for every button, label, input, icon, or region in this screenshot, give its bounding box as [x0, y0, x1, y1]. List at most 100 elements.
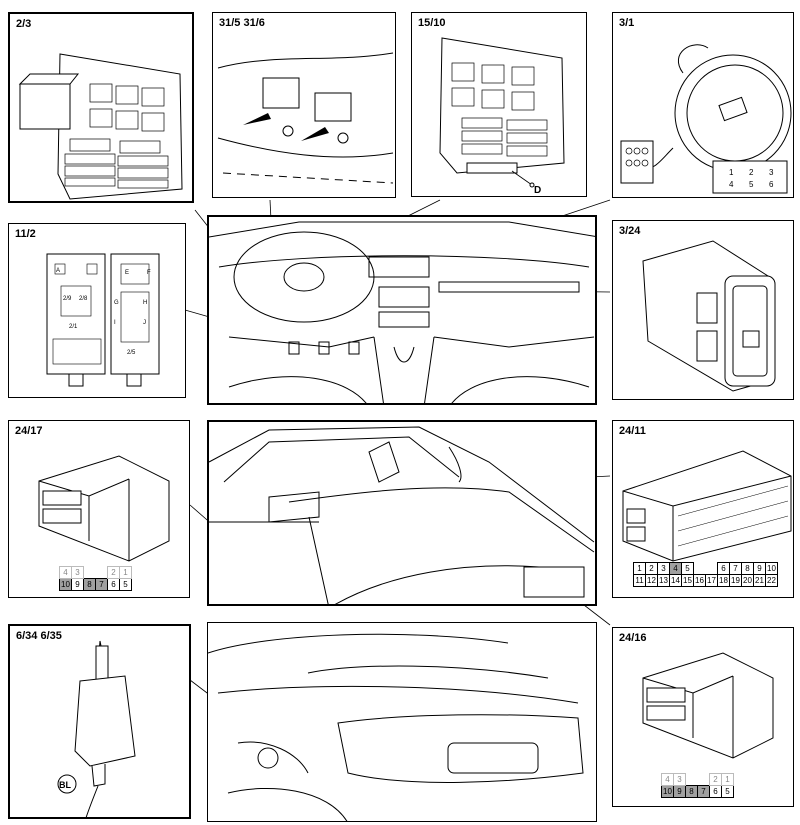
car-front-drawing — [209, 426, 595, 604]
label-h: H — [143, 300, 147, 306]
pin-cell: 6 — [709, 785, 722, 798]
pin-cell: 10 — [765, 562, 778, 575]
panel-label: 24/17 — [15, 425, 43, 437]
pin-cell: 9 — [71, 578, 84, 591]
panel-24-16: 24/16 4 3 2 1 10 9 8 7 6 5 — [612, 627, 794, 807]
relay-box-drawing — [18, 53, 183, 200]
pin-cell: 16 — [693, 574, 706, 587]
pin-cell: 10 — [59, 578, 72, 591]
pin-cell: 8 — [741, 562, 754, 575]
pin-cell: 3 — [71, 566, 84, 579]
pin-label: 5 — [749, 180, 754, 189]
panel-label: 31/5 31/6 — [219, 17, 265, 29]
pin-cell: 6 — [107, 578, 120, 591]
pin-cell — [706, 563, 718, 575]
pin-cell: 20 — [741, 574, 754, 587]
marker-d: D — [534, 185, 541, 196]
pin-cell: 15 — [681, 574, 694, 587]
pin-cell: 8 — [685, 785, 698, 798]
pin-label: 6 — [769, 180, 774, 189]
pin-cell: 2 — [645, 562, 658, 575]
pin-cell: 7 — [729, 562, 742, 575]
panel-label: 24/11 — [619, 425, 646, 437]
panel-24-17: 24/17 4 3 2 1 10 9 8 7 6 5 — [8, 420, 190, 598]
label-a: A — [56, 268, 60, 274]
label-i: I — [114, 320, 116, 326]
switch-connector-drawing — [217, 52, 394, 184]
pin-cell: 7 — [697, 785, 710, 798]
pin-cell: 21 — [753, 574, 766, 587]
panel-label: 3/1 — [619, 17, 635, 29]
pin-cell: 1 — [633, 562, 646, 575]
panel-label: 3/24 — [619, 225, 641, 237]
dashboard-view — [207, 215, 597, 405]
connector-24-16-drawing — [642, 652, 774, 759]
fuse-box-drawing: D — [439, 37, 565, 196]
panel-3-24: 3/24 — [612, 220, 794, 400]
panel-6-34-6-35: 6/34 6/35 BL — [8, 624, 191, 819]
window-switch-drawing — [642, 240, 776, 392]
pin-cell: 3 — [673, 773, 686, 786]
label-2-8: 2/8 — [79, 296, 88, 302]
panel-31-5-31-6: 31/5 31/6 — [212, 12, 396, 198]
pin-map-24-16: 4 3 2 1 10 9 8 7 6 5 — [661, 773, 734, 798]
pin-cell: 5 — [681, 562, 694, 575]
pin-cell: 3 — [657, 562, 670, 575]
pin-cell: 2 — [107, 566, 120, 579]
connector-24-17-drawing — [38, 455, 170, 562]
pin-cell: 10 — [661, 785, 674, 798]
pin-cell: 2 — [709, 773, 722, 786]
label-2-9: 2/9 — [63, 296, 72, 302]
label-2-5: 2/5 — [127, 350, 136, 356]
panel-label: 11/2 — [15, 228, 36, 240]
car-rear-view — [207, 622, 597, 822]
marker-bl: BL — [59, 780, 71, 790]
pin-cell: 19 — [729, 574, 742, 587]
label-e: E — [125, 270, 129, 276]
pin-map-24-11: 1 2 3 4 5 6 7 8 9 10 11 12 13 14 15 16 1… — [633, 562, 778, 587]
pin-cell: 22 — [765, 574, 778, 587]
pin-map-24-17: 4 3 2 1 10 9 8 7 6 5 — [59, 566, 132, 591]
label-f: F — [147, 270, 151, 276]
panel-15-10: 15/10 D — [411, 12, 587, 197]
pin-cell: 5 — [721, 785, 734, 798]
pin-cell: 4 — [661, 773, 674, 786]
pin-label: 4 — [729, 180, 734, 189]
pin-cell: 12 — [645, 574, 658, 587]
label-g: G — [114, 300, 119, 306]
label-2-1: 2/1 — [69, 324, 78, 330]
pin-cell: 18 — [717, 574, 730, 587]
pin-cell: 8 — [83, 578, 96, 591]
panel-2-3: 2/3 — [8, 12, 194, 203]
pin-cell: 1 — [119, 566, 132, 579]
pin-label: 3 — [769, 168, 774, 177]
lock-switch-drawing: BL — [57, 640, 136, 817]
pin-cell: 11 — [633, 574, 646, 587]
car-front-view — [207, 420, 597, 606]
panel-label: 6/34 6/35 — [16, 630, 62, 642]
panel-label: 15/10 — [418, 17, 446, 29]
pin-label: 2 — [749, 168, 754, 177]
pin-cell: 4 — [59, 566, 72, 579]
pin-cell: 13 — [657, 574, 670, 587]
panel-24-11: 24/11 1 2 3 4 5 6 7 8 9 10 11 12 — [612, 420, 794, 598]
panel-label: 24/16 — [619, 632, 647, 644]
pin-cell: 6 — [717, 562, 730, 575]
dashboard-drawing — [209, 221, 595, 403]
pin-cell: 7 — [95, 578, 108, 591]
fuse-panel-drawing: A E F G H I J 2/9 2/8 2/1 2/5 — [46, 253, 160, 387]
panel-label: 2/3 — [16, 18, 32, 30]
car-rear-drawing — [208, 633, 584, 821]
panel-11-2: 11/2 A E F G H I J 2/9 2/8 2/1 2/5 — [8, 223, 186, 398]
pin-cell — [84, 567, 96, 579]
pin-cell: 17 — [705, 574, 718, 587]
pin-label: 1 — [729, 168, 734, 177]
pin-cell: 9 — [673, 785, 686, 798]
label-j: J — [143, 320, 146, 326]
pin-cell — [694, 563, 706, 575]
ignition-switch-drawing: 1 2 3 4 5 6 — [620, 44, 792, 194]
pin-cell: 4 — [669, 562, 682, 575]
pin-cell — [686, 774, 698, 786]
panel-3-1: 3/1 1 2 3 4 5 6 — [612, 12, 794, 198]
pin-cell: 5 — [119, 578, 132, 591]
